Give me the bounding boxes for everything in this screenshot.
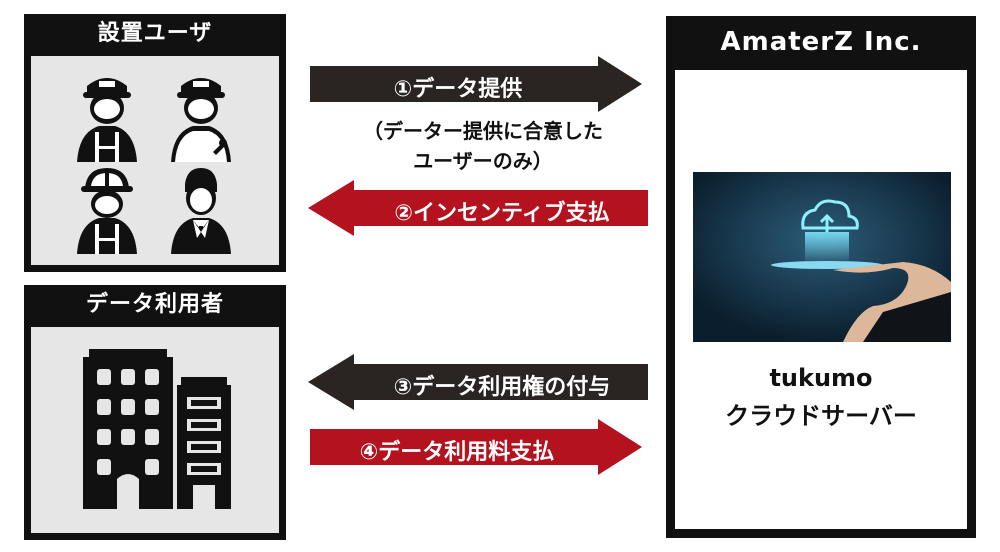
worker-wrench-icon	[171, 78, 231, 162]
service-subtitle: クラウドサーバー	[725, 402, 917, 430]
step3-label: ③データ利用権の付与	[393, 375, 611, 400]
step1-label: ①データ提供	[393, 77, 523, 102]
company-box: AmaterZ Inc. tukumo	[666, 16, 976, 538]
step4-label: ④データ利用料支払	[359, 440, 555, 465]
data-consumers-box: データ利用者	[24, 285, 286, 540]
data-consumers-panel	[31, 327, 279, 533]
installer-users-panel	[31, 56, 279, 265]
company-name: AmaterZ Inc.	[720, 27, 922, 57]
workers-illustration	[77, 78, 231, 254]
worker-helmet-icon	[77, 168, 137, 254]
cloud-server-image	[693, 172, 951, 342]
step1-note-line2: ユーザーのみ）	[413, 149, 553, 173]
data-consumers-title: データ利用者	[85, 292, 224, 317]
building-icon	[83, 349, 231, 509]
worker-cap-icon	[77, 78, 137, 162]
company-panel: tukumo クラウドサーバー	[675, 70, 967, 529]
service-name: tukumo	[769, 364, 873, 392]
installer-users-title: 設置ユーザ	[97, 21, 213, 46]
businessman-icon	[171, 168, 231, 254]
step2-label: ②インセンティブ支払	[394, 201, 610, 226]
installer-users-box: 設置ユーザ	[24, 14, 286, 272]
cloud-upload-icon	[801, 199, 859, 232]
step1-note-line1: （データー提供に合意した	[363, 119, 603, 143]
